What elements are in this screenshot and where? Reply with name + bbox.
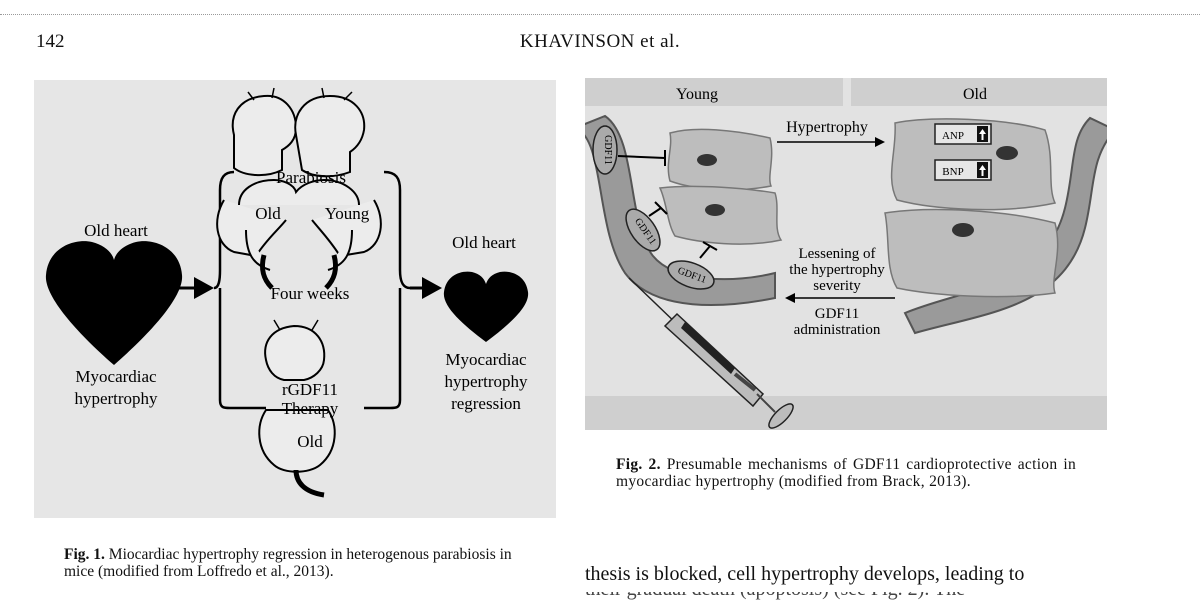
fig2-label-hypertrophy: Hypertrophy [786, 119, 868, 136]
body-text-line-2-clipped: their gradual death (apoptosis) (see Fig… [585, 592, 1107, 607]
therapy-mouse-tail [293, 469, 325, 498]
young-vessel [572, 114, 776, 306]
fig1-label-hypertrophy: hypertrophy [74, 389, 158, 408]
fig2-label-lessening-2: the hypertrophy [789, 262, 885, 278]
mouse-tail-right [324, 254, 339, 290]
figure-1-drawing: Old heart Myocardiac hypertrophy Parabio… [45, 87, 529, 498]
fig2-label-bnp: BNP [942, 166, 963, 178]
figure-2-caption-label: Fig. 2. [616, 456, 661, 473]
figure-1-caption-text: Miocardiac hypertrophy regression in het… [64, 546, 512, 580]
inhibition-line-3 [699, 241, 718, 259]
old-cardiomyocytes [884, 118, 1059, 298]
fig1-label-old-heart-right: Old heart [452, 233, 516, 252]
old-heart-left-icon [45, 241, 183, 365]
fig2-label-gdf11-1: GDF11 [602, 135, 613, 165]
fig1-label-regression-2: hypertrophy [444, 372, 528, 391]
figure-2: Young Old Hypertrophy ANP BNP GDF11 GDF1… [572, 78, 1117, 430]
fig2-label-admin-2: administration [794, 322, 881, 338]
mouse-tail-left [259, 254, 274, 290]
old-heart-right-icon [443, 271, 529, 342]
top-dotted-rule [0, 14, 1200, 15]
gdf11-molecule-3 [667, 260, 715, 290]
inhibition-line-2 [648, 201, 668, 217]
fig1-label-rgdf11: rGDF11 [282, 380, 338, 399]
fig1-label-young: Young [325, 204, 370, 223]
body-text-line-1: thesis is blocked, cell hypertrophy deve… [585, 563, 1025, 585]
old-header-bar [851, 78, 1107, 106]
young-cardiomyocytes [658, 128, 783, 245]
fig2-label-old: Old [963, 86, 987, 103]
gdf11-molecule-2 [625, 208, 661, 252]
fig1-label-regression-3: regression [451, 394, 521, 413]
fig1-label-old-bottom: Old [297, 432, 323, 451]
figure-2-caption: Fig. 2. Presumable mechanisms of GDF11 c… [616, 456, 1076, 490]
fig1-label-regression-1: Myocardiac [445, 350, 527, 369]
figure-2-drawing: Young Old Hypertrophy ANP BNP GDF11 GDF1… [572, 78, 1117, 430]
young-header-bar [585, 78, 843, 106]
fig2-label-lessening-3: severity [813, 278, 861, 294]
figure-1: Old heart Myocardiac hypertrophy Parabio… [34, 80, 556, 518]
gdf11-molecule-1 [592, 125, 618, 175]
running-head: KHAVINSON et al. [519, 31, 681, 52]
inhibition-line-1 [617, 150, 666, 166]
therapy-mouse-icon [258, 324, 336, 473]
young-nucleus-2 [705, 204, 725, 216]
old-nucleus-2 [952, 223, 974, 237]
fig1-label-parabiosis: Parabiosis [276, 168, 346, 187]
old-nucleus-1 [996, 146, 1018, 160]
fig2-label-young: Young [676, 86, 718, 103]
fig1-label-therapy: Therapy [282, 399, 339, 418]
parabiotic-mice-icon [216, 94, 382, 271]
fig1-label-myocardiac: Myocardiac [75, 367, 157, 386]
figure-1-caption-label: Fig. 1. [64, 546, 105, 563]
page-number: 142 [36, 31, 65, 52]
body-text-line-2: their gradual death (apoptosis) (see Fig… [585, 592, 965, 601]
fig1-label-old: Old [255, 204, 281, 223]
fig1-label-old-heart-left: Old heart [84, 221, 148, 240]
bottom-floor-bar [585, 396, 1107, 430]
young-nucleus-1 [697, 154, 717, 166]
fig2-label-anp: ANP [942, 130, 964, 142]
figure-1-caption: Fig. 1. Miocardiac hypertrophy regressio… [64, 546, 534, 580]
fork-lines-right [364, 170, 411, 410]
syringe-icon [628, 277, 794, 429]
fig2-label-lessening-1: Lessening of [798, 246, 875, 262]
fig2-label-admin-1: GDF11 [815, 306, 859, 322]
fig1-label-four-weeks: Four weeks [271, 284, 350, 303]
figure-2-caption-text: Presumable mechanisms of GDF11 cardiopro… [616, 456, 1076, 490]
